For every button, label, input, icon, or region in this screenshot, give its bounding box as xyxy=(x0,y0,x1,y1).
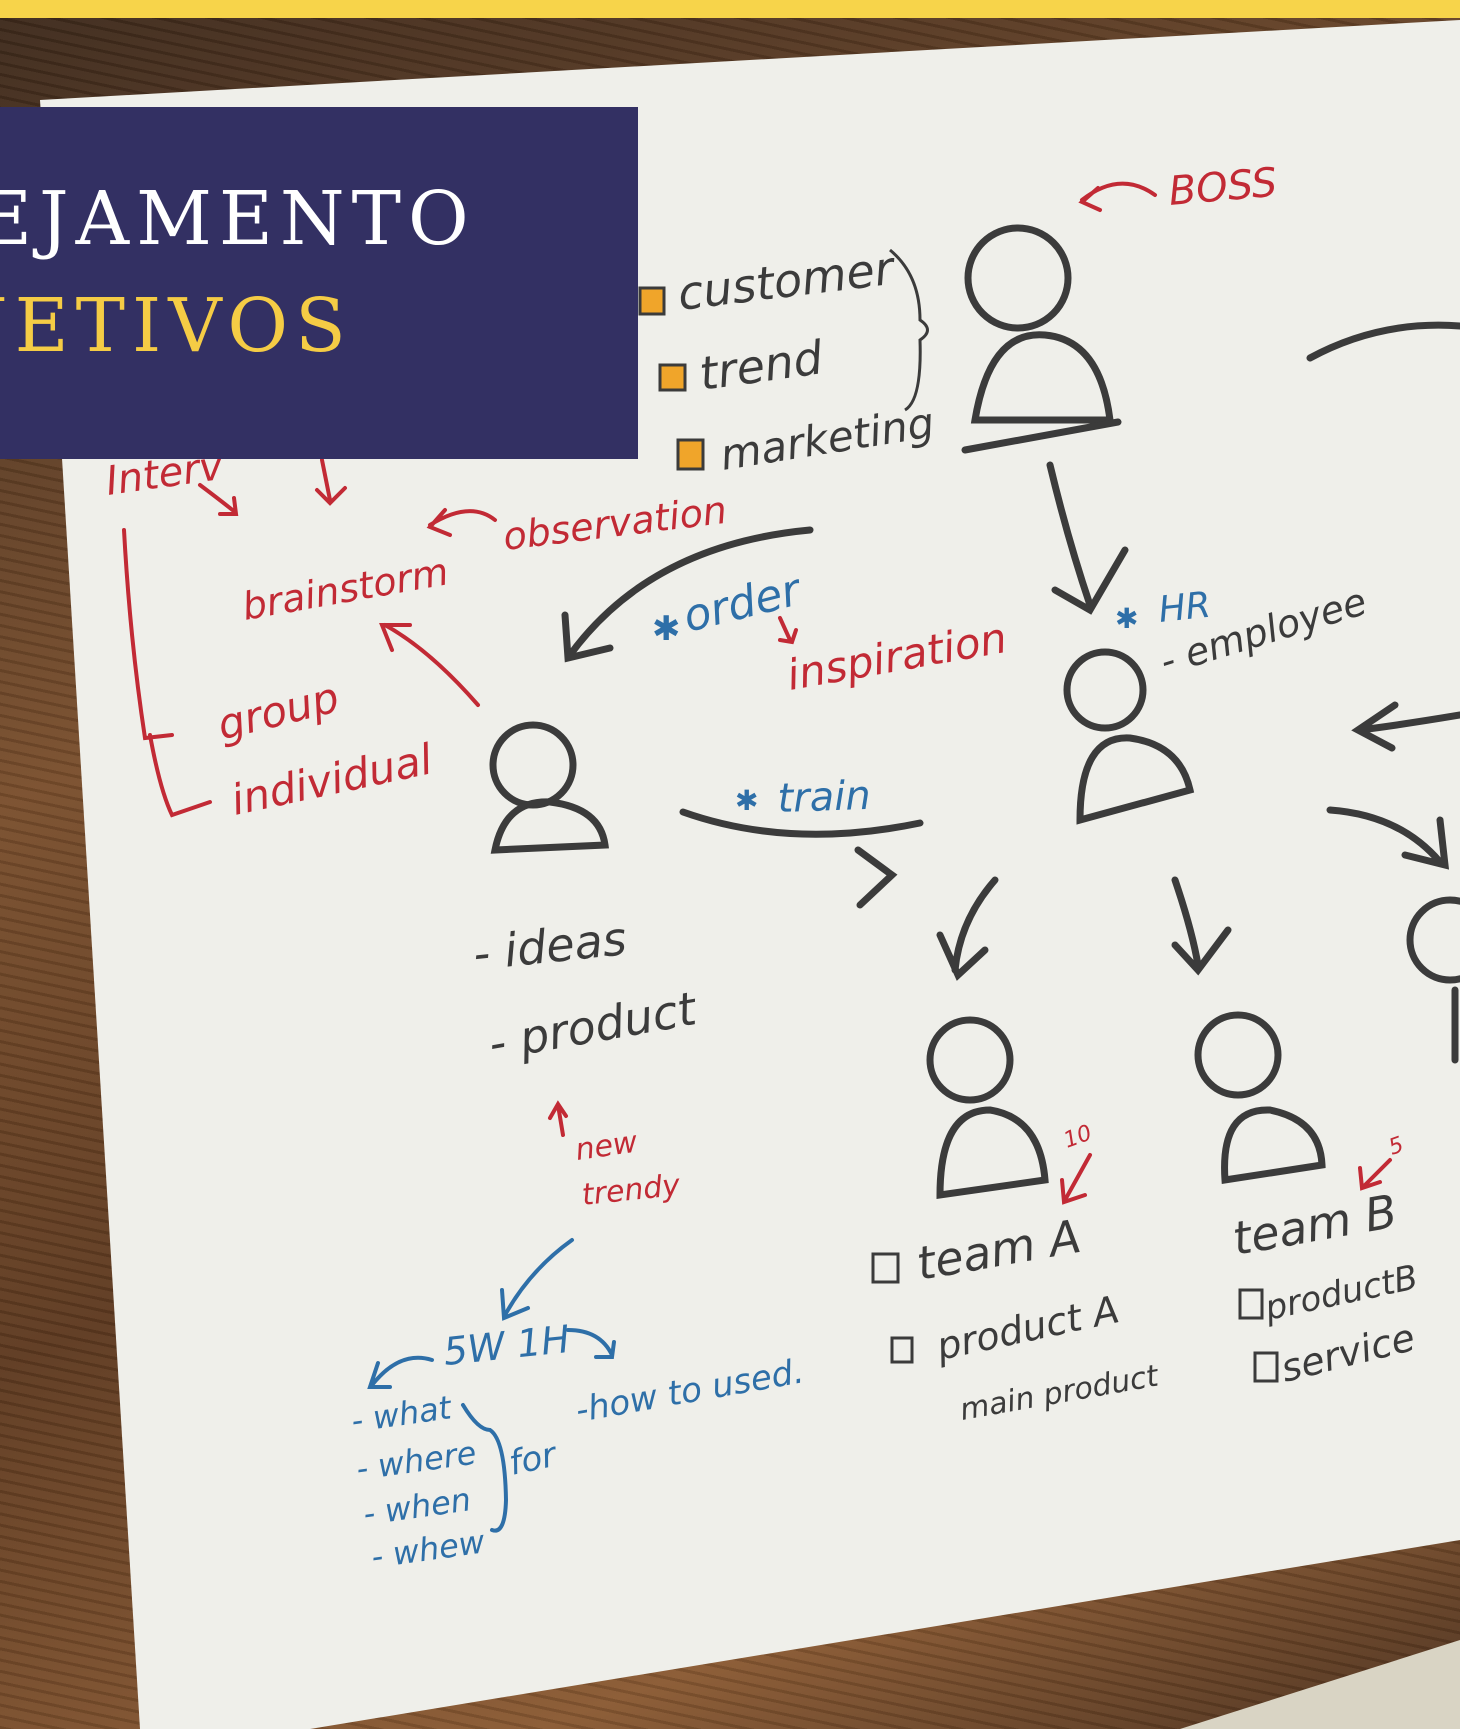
team-b-person-icon xyxy=(1194,1011,1326,1185)
checkbox-customer xyxy=(638,286,666,316)
hr-label: HR xyxy=(1157,585,1213,631)
title-banner: EJAMENTO JETIVOS xyxy=(0,107,638,459)
for-brace xyxy=(461,1403,509,1533)
team-a-arrow xyxy=(936,876,999,981)
top-accent-bar xyxy=(0,0,1460,18)
5w1h-left-arrow xyxy=(367,1355,434,1389)
interview-arrow-b xyxy=(315,458,347,506)
boss-label: BOSS xyxy=(1167,160,1279,215)
order-star-icon: ✱ xyxy=(652,609,681,649)
train-star-icon: ✱ xyxy=(735,784,758,817)
top-right-curve xyxy=(1306,321,1460,362)
5w1h-arrow xyxy=(500,1238,574,1321)
checkbox-product-b xyxy=(1238,1288,1264,1320)
checkbox-service xyxy=(1253,1351,1279,1383)
new-label: new xyxy=(573,1125,640,1168)
team-a-person-icon xyxy=(926,1016,1049,1200)
observation-arrow xyxy=(426,508,497,537)
boss-arrow xyxy=(1078,181,1157,212)
checkbox-marketing xyxy=(676,438,705,471)
train-arrow xyxy=(679,808,924,909)
checkbox-team-a xyxy=(871,1252,900,1284)
right-down-arrow xyxy=(1326,806,1450,870)
team-b-count-arrow xyxy=(1358,1158,1392,1191)
checkbox-product-a xyxy=(890,1336,914,1364)
tree-branch xyxy=(122,528,212,818)
banner-title-line-1: EJAMENTO xyxy=(0,176,476,262)
team-a-count-arrow xyxy=(1060,1153,1092,1205)
employee-person-icon xyxy=(1063,648,1195,825)
new-arrow xyxy=(548,1100,568,1137)
left-pointing-arrow xyxy=(1351,701,1460,752)
train-label: train xyxy=(777,773,872,822)
inspiration-arrow xyxy=(778,616,798,645)
banner-title-line-2: JETIVOS xyxy=(0,283,353,369)
checklist-brace xyxy=(889,248,929,412)
partial-person-icon xyxy=(1406,896,1460,1064)
interview-arrow-a xyxy=(198,483,239,516)
boss-person-icon xyxy=(961,224,1122,454)
ideas-person-icon xyxy=(489,721,609,854)
5w1h-right-arrow xyxy=(566,1328,616,1359)
order-curve-arrow xyxy=(561,526,814,663)
hr-star-icon: ✱ xyxy=(1115,602,1138,635)
for-label: for xyxy=(506,1435,562,1484)
brainstorm-arrow xyxy=(379,623,480,707)
boss-to-hr-arrow xyxy=(1046,461,1129,615)
team-b-arrow xyxy=(1171,876,1232,976)
checkbox-trend xyxy=(658,363,687,392)
